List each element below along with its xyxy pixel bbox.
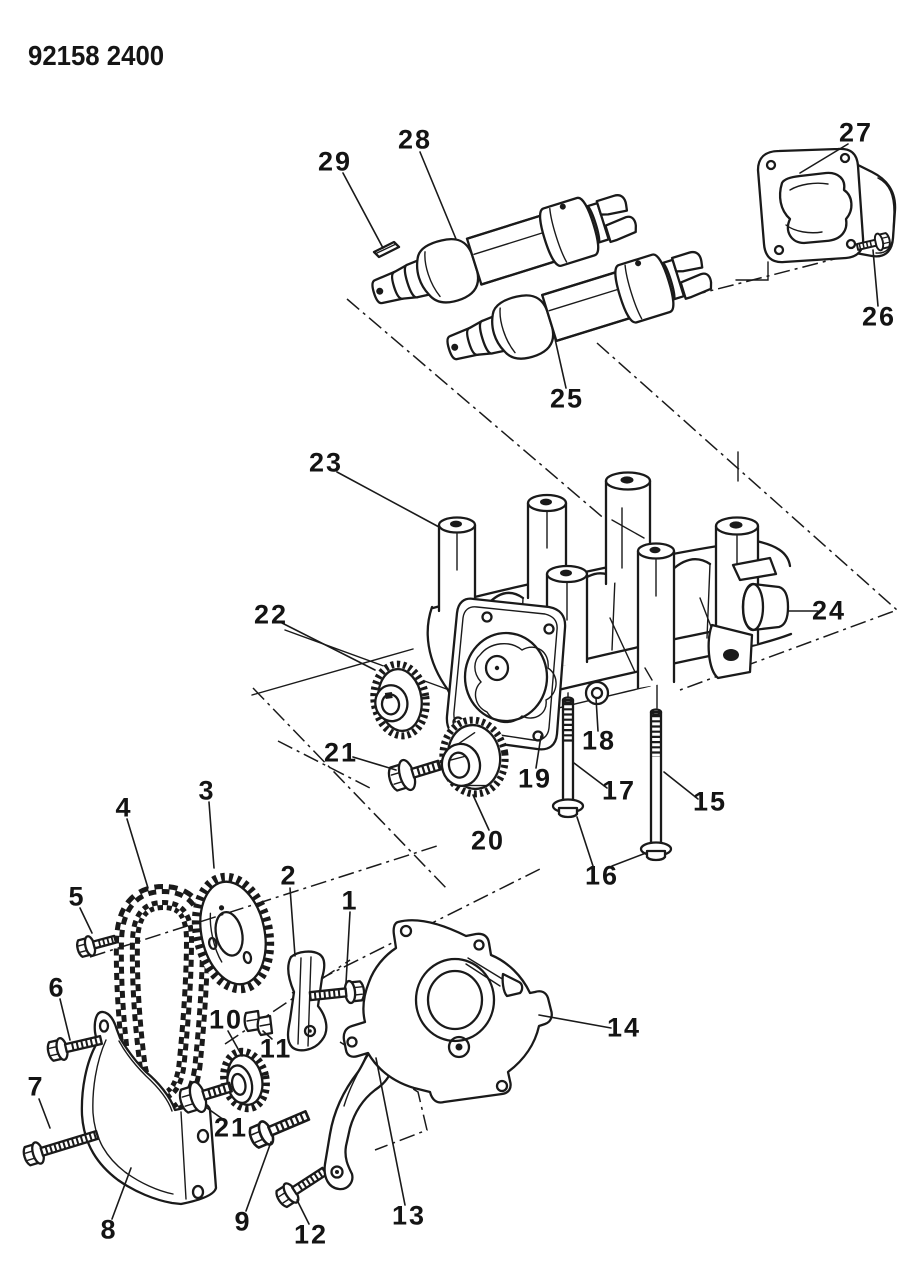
callout-29: 29 — [317, 146, 353, 177]
oil-pump-housing-14 — [342, 919, 553, 1104]
callout-10: 10 — [208, 1004, 244, 1035]
carrier-cover-27 — [735, 147, 897, 281]
carrier-end-roller — [707, 556, 790, 680]
callout-20: 20 — [470, 825, 506, 856]
carrier-tower — [636, 542, 676, 690]
callout-4: 4 — [115, 792, 133, 823]
callout-12: 12 — [293, 1219, 329, 1250]
carrier-bolt-17 — [551, 696, 585, 819]
oil-pump-plate — [445, 597, 567, 751]
bolt-12 — [273, 1162, 330, 1210]
callout-22: 22 — [253, 599, 289, 630]
callout-24: 24 — [811, 595, 847, 626]
bolt-boss-18 — [584, 680, 610, 706]
balance-shaft-carrier — [426, 471, 793, 751]
callout-26: 26 — [861, 301, 897, 332]
callout-9: 9 — [234, 1206, 252, 1237]
callout-14: 14 — [606, 1012, 642, 1043]
callout-15: 15 — [692, 786, 728, 817]
chain-case-cover-8 — [80, 1010, 218, 1206]
callout-leaders — [38, 143, 879, 1225]
callout-27: 27 — [838, 117, 874, 148]
callout-8: 8 — [100, 1214, 118, 1245]
callout-7: 7 — [27, 1071, 45, 1102]
carrier-bolt-15 — [639, 708, 673, 862]
chain-tensioner-2 — [286, 950, 328, 1052]
callout-19: 19 — [517, 763, 553, 794]
oil-pump-gear-20 — [439, 716, 509, 798]
balance-shaft-gear-22 — [370, 660, 430, 740]
shaft-key-29 — [372, 240, 401, 259]
callout-28: 28 — [397, 124, 433, 155]
callout-23: 23 — [308, 447, 344, 478]
callout-6: 6 — [48, 972, 66, 1003]
callout-5: 5 — [68, 881, 86, 912]
callout-16: 16 — [584, 860, 620, 891]
callout-25: 25 — [549, 383, 585, 414]
crankshaft-sprocket-3 — [191, 872, 275, 994]
callout-17: 17 — [601, 775, 637, 806]
callout-3: 3 — [198, 775, 216, 806]
bolt-9 — [247, 1104, 312, 1150]
callout-11: 11 — [259, 1033, 293, 1064]
gear-bolt-21-upper — [385, 750, 444, 795]
callout-18: 18 — [581, 725, 617, 756]
callout-13: 13 — [391, 1200, 427, 1231]
callout-21-upper: 21 — [323, 737, 359, 768]
sprocket-axis-line — [89, 845, 438, 958]
callout-21-lower: 21 — [213, 1112, 249, 1143]
callout-2: 2 — [280, 860, 298, 891]
drawing-number: 92158 2400 — [28, 40, 165, 71]
nut-11 — [243, 1009, 274, 1037]
carrier-tower — [437, 516, 477, 613]
callout-1: 1 — [341, 885, 359, 916]
